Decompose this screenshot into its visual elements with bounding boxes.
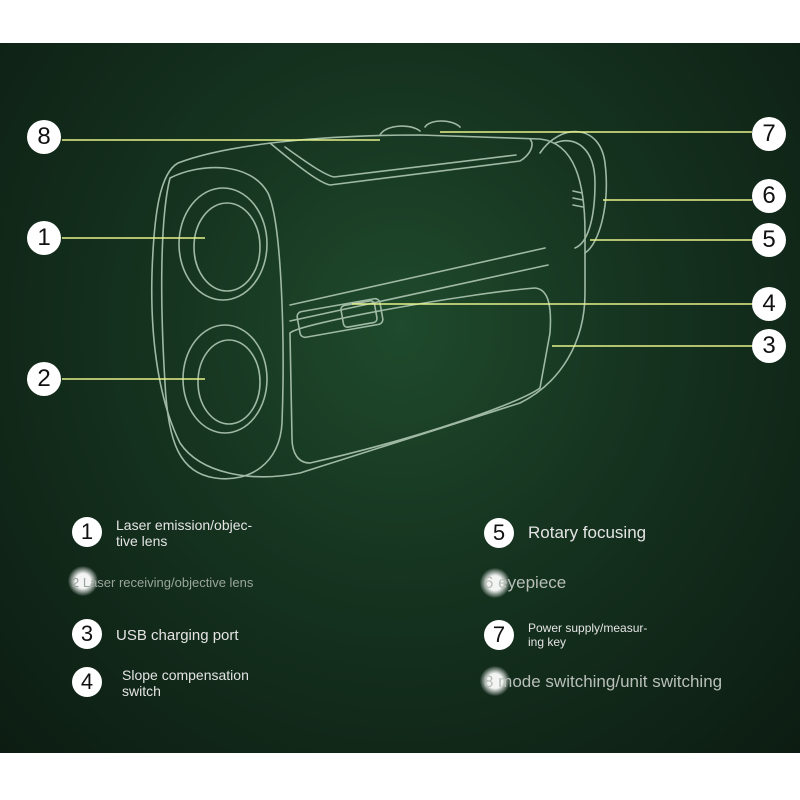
legend-text-7: Power supply/measur- ing key [528, 621, 648, 649]
lens-2-inner [197, 339, 261, 425]
front-rim [160, 166, 284, 480]
top-button-8 [379, 125, 421, 136]
legend-num-7: 7 [484, 620, 514, 650]
callout-7: 7 [752, 117, 786, 151]
slope-switch-housing [296, 297, 384, 339]
legend-glow-2 [68, 566, 98, 596]
eyepiece-grip-1 [572, 190, 583, 194]
legend-num-5: 5 [484, 518, 514, 548]
legend-glow-8 [480, 666, 510, 696]
device-top-ridge [269, 138, 533, 186]
callout-3: 3 [752, 329, 786, 363]
legend-num-3: 3 [72, 619, 102, 649]
device-body-outline [150, 134, 586, 478]
slope-switch-knob [340, 300, 378, 328]
device-top-ridge-inner [284, 146, 517, 178]
rangefinder-drawing [62, 120, 752, 480]
top-button-7 [424, 120, 461, 128]
diagram-stage: 8 1 2 7 6 5 4 3 1 Laser emission/objec- … [0, 43, 800, 753]
grip-panel-top [289, 247, 546, 306]
lens-1-inner [193, 202, 261, 292]
eyepiece-ring [554, 139, 596, 249]
eyepiece-grip-2 [572, 197, 584, 201]
legend-item-3: 3 USB charging port [72, 619, 239, 649]
legend-text-5: Rotary focusing [528, 523, 647, 542]
callout-6: 6 [752, 179, 786, 213]
legend-num-4: 4 [72, 667, 102, 697]
legend-item-5: 5 Rotary focusing [484, 518, 646, 548]
callout-2: 2 [27, 362, 61, 396]
legend-item-7: 7 Power supply/measur- ing key [484, 620, 647, 650]
callout-4: 4 [752, 287, 786, 321]
legend-text-6: 6 eyepiece [484, 573, 567, 592]
legend-text-3: USB charging port [116, 627, 239, 644]
legend-glow-6 [480, 568, 510, 598]
legend-item-4: 4 Slope compensation switch [72, 667, 249, 699]
legend-text-8: 8 mode switching/unit switching [484, 672, 723, 691]
callout-1: 1 [27, 221, 61, 255]
lens-1-outer [178, 187, 268, 301]
legend-text-4: Slope compensation switch [122, 667, 249, 699]
legend-text-1: Laser emission/objec- tive lens [116, 517, 253, 549]
eyepiece-barrel [539, 130, 608, 254]
grip-panel-top-2 [289, 264, 549, 322]
legend-item-1: 1 Laser emission/objec- tive lens [72, 517, 252, 549]
eyepiece-grip-3 [572, 204, 584, 208]
callout-8: 8 [27, 120, 61, 154]
grip-panel [289, 287, 552, 464]
legend-num-1: 1 [72, 517, 102, 547]
callout-5: 5 [752, 223, 786, 257]
legend-text-2: 2 Laser receiving/objective lens [72, 575, 254, 590]
